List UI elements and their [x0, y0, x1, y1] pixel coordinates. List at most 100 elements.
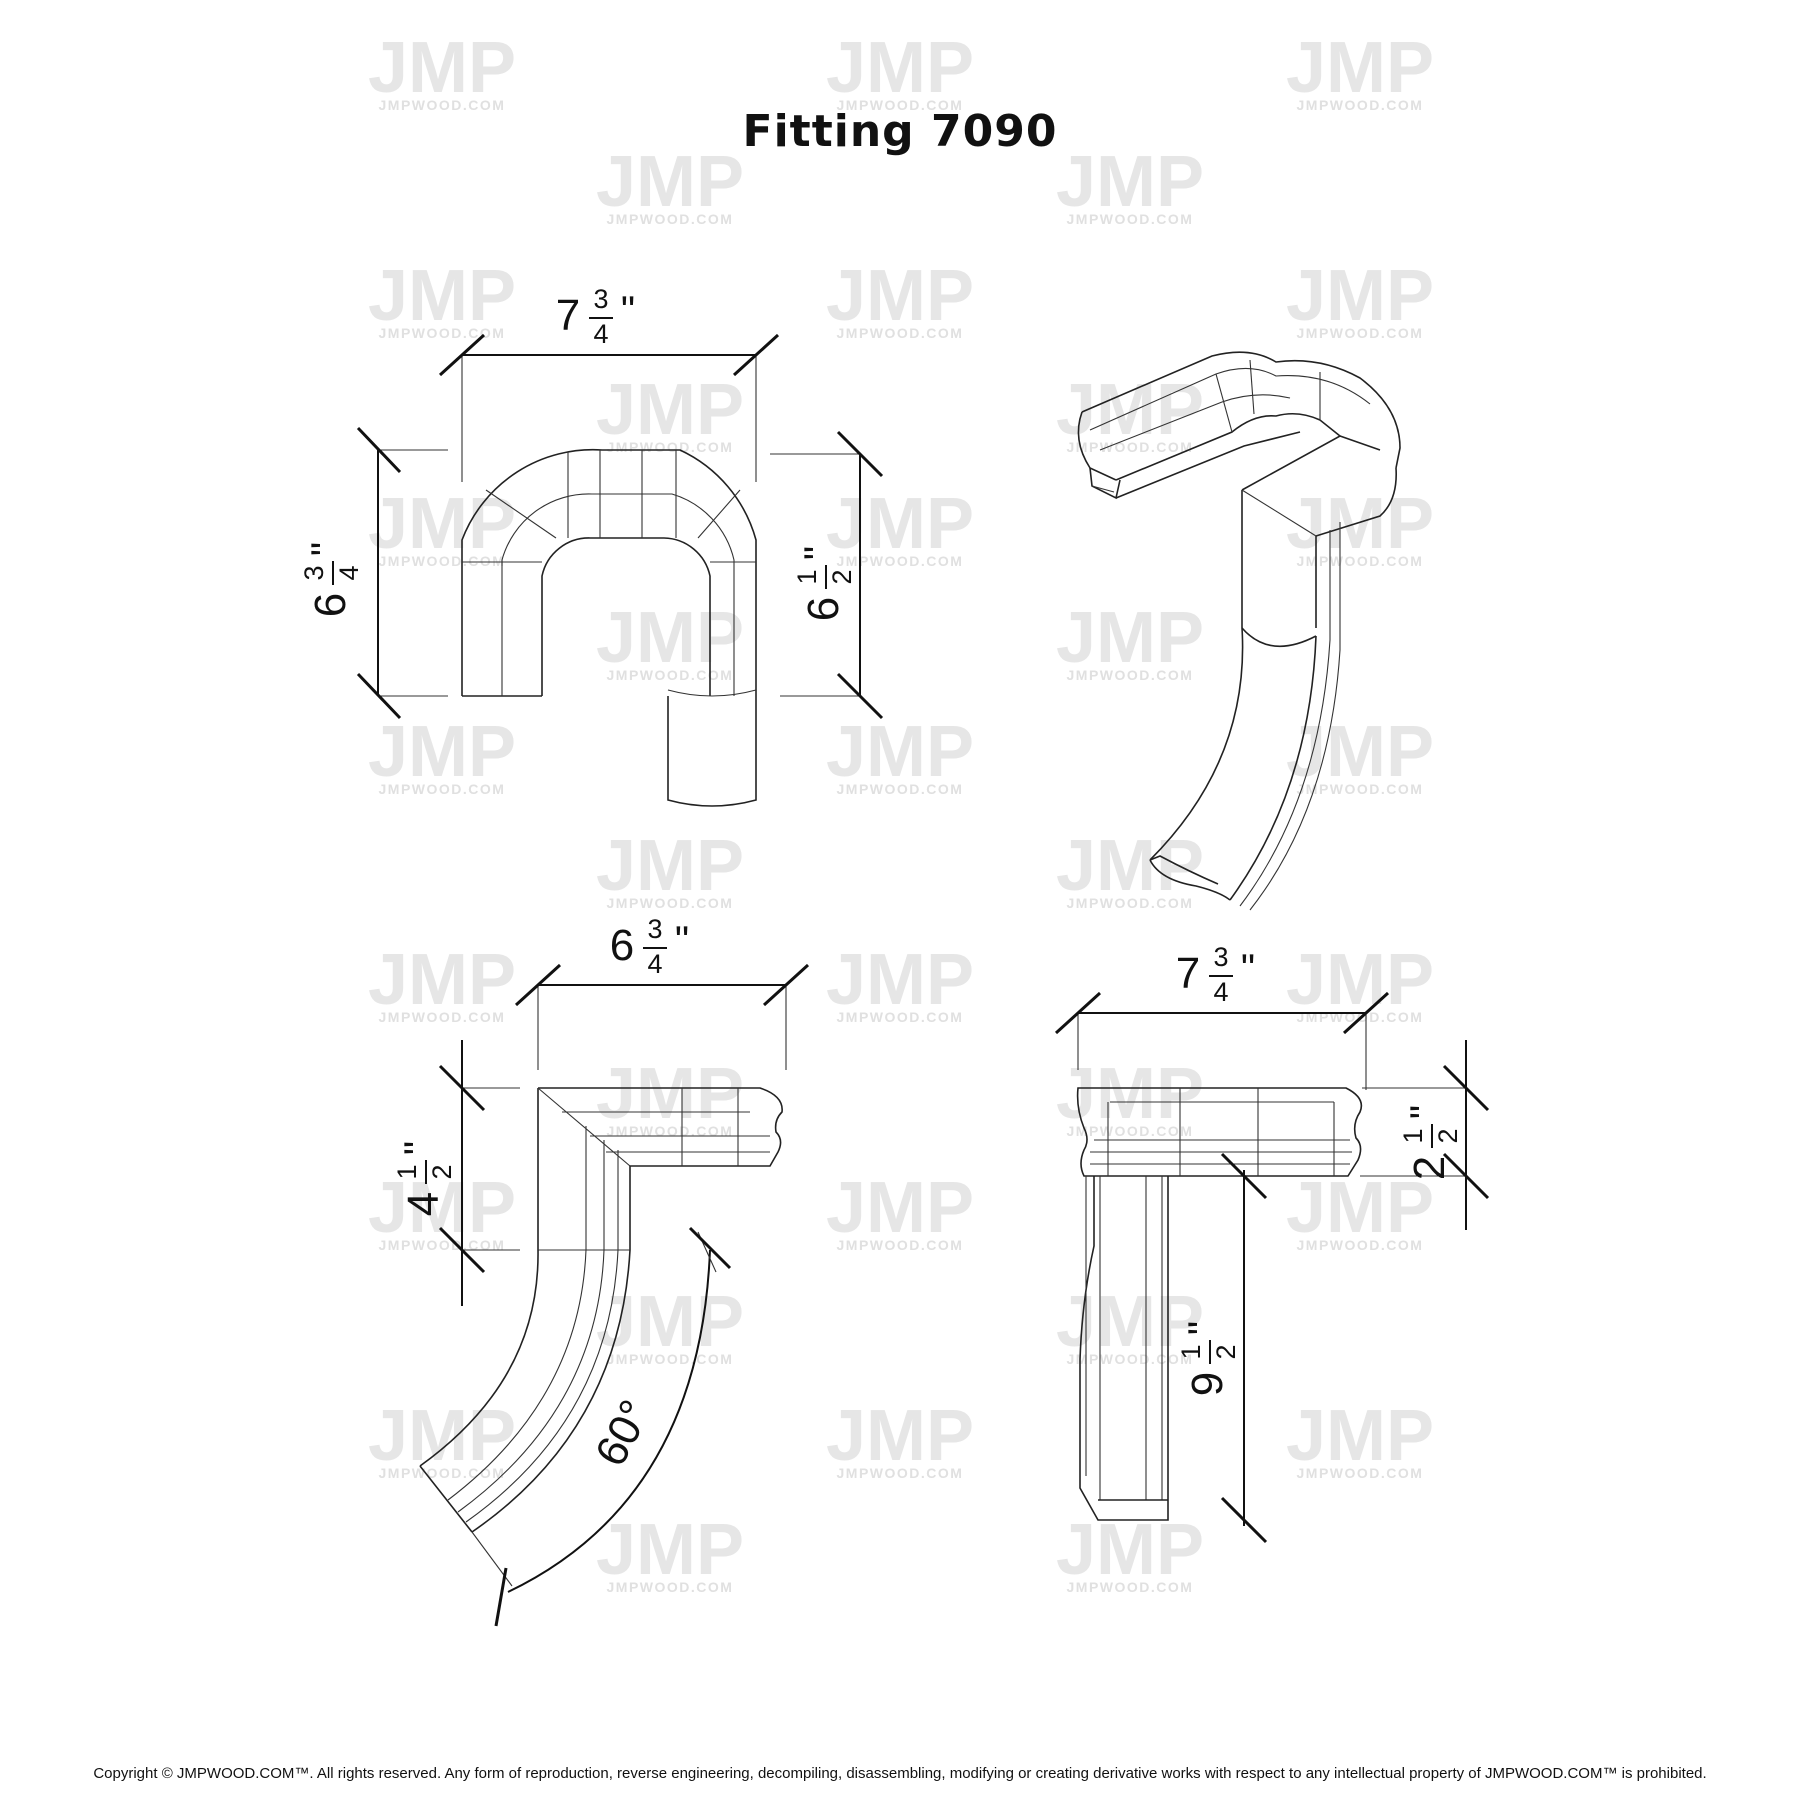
- watermark-logo: JMP: [1286, 1168, 1434, 1248]
- watermark-logo: JMP: [368, 940, 516, 1020]
- watermark-site: JMPWOOD.COM: [1067, 1123, 1194, 1139]
- watermark-site: JMPWOOD.COM: [607, 1123, 734, 1139]
- watermark-logo: JMP: [826, 484, 974, 564]
- label-side-width: 6 3 4 ": [610, 914, 689, 979]
- label-side-width-whole: 6: [610, 921, 634, 970]
- front-view-dimensions: [1054, 991, 1490, 1544]
- watermark-logo: JMP: [1286, 940, 1434, 1020]
- watermark-site: JMPWOOD.COM: [379, 97, 506, 113]
- top-view-dimensions: [356, 333, 884, 720]
- watermark-site: JMPWOOD.COM: [1297, 1237, 1424, 1253]
- side-view-drawing: [419, 1087, 783, 1533]
- watermark-logo: JMP: [1056, 826, 1204, 906]
- watermark-logo: JMP: [1056, 370, 1204, 450]
- watermark-logo: JMP: [826, 28, 974, 108]
- label-top-width: 7 3 4 ": [556, 284, 635, 349]
- watermark-logo: JMP: [596, 1282, 744, 1362]
- label-top-width-den: 4: [593, 319, 608, 349]
- watermark-site: JMPWOOD.COM: [607, 667, 734, 683]
- label-top-right-height-den: 2: [827, 569, 857, 584]
- label-front-cap-height: 2 1 2 ": [1398, 1105, 1463, 1180]
- label-front-width-num: 3: [1213, 942, 1228, 972]
- watermark-logo: JMP: [1056, 598, 1204, 678]
- side-view-dimensions: [438, 963, 810, 1627]
- label-front-drop-unit: ": [1181, 1321, 1225, 1335]
- label-top-left-height-num: 3: [299, 565, 329, 580]
- watermark-site: JMPWOOD.COM: [1067, 1351, 1194, 1367]
- watermark-site: JMPWOOD.COM: [837, 781, 964, 797]
- label-side-height-den: 2: [427, 1164, 457, 1179]
- label-front-cap-height-num: 1: [1398, 1128, 1428, 1143]
- label-side-height: 4 1 2 ": [392, 1141, 457, 1216]
- watermark-logo: JMP: [826, 940, 974, 1020]
- label-front-width-den: 4: [1213, 977, 1228, 1007]
- watermark-site: JMPWOOD.COM: [1297, 553, 1424, 569]
- label-side-width-num: 3: [647, 914, 662, 944]
- watermark-logo: JMP: [596, 370, 744, 450]
- watermark-logo: JMP: [1286, 712, 1434, 792]
- watermark-site: JMPWOOD.COM: [837, 1237, 964, 1253]
- watermark-site: JMPWOOD.COM: [607, 211, 734, 227]
- watermark-site: JMPWOOD.COM: [379, 1009, 506, 1025]
- top-view-drawing: [461, 448, 757, 807]
- label-front-cap-height-whole: 2: [1405, 1156, 1454, 1180]
- watermark-site: JMPWOOD.COM: [607, 1351, 734, 1367]
- watermark-site: JMPWOOD.COM: [837, 1465, 964, 1481]
- watermark-logo: JMP: [1286, 484, 1434, 564]
- label-side-width-unit: ": [675, 919, 689, 963]
- watermark-site: JMPWOOD.COM: [1297, 781, 1424, 797]
- page-title: Fitting 7090: [742, 106, 1058, 157]
- watermark-site: JMPWOOD.COM: [1067, 211, 1194, 227]
- label-front-width-whole: 7: [1176, 949, 1200, 998]
- front-view-drawing: [1076, 1087, 1363, 1521]
- label-top-left-height: 6 3 4 ": [299, 542, 364, 617]
- watermark-logo: JMP: [368, 256, 516, 336]
- watermark-logo: JMP: [826, 1396, 974, 1476]
- watermark-logo: JMP: [368, 1396, 516, 1476]
- watermark-logo: JMP: [1056, 142, 1204, 222]
- watermark-site: JMPWOOD.COM: [379, 1465, 506, 1481]
- watermark-logo: JMP: [596, 1054, 744, 1134]
- label-front-cap-height-den: 2: [1433, 1128, 1463, 1143]
- watermark-logo: JMP: [1056, 1510, 1204, 1590]
- label-top-width-unit: ": [621, 289, 635, 333]
- watermark-logo: JMP: [1286, 1396, 1434, 1476]
- label-top-right-height-num: 1: [792, 569, 822, 584]
- watermark-site: JMPWOOD.COM: [1297, 1465, 1424, 1481]
- watermark-site: JMPWOOD.COM: [379, 1237, 506, 1253]
- watermark-site: JMPWOOD.COM: [607, 1579, 734, 1595]
- label-front-drop: 9 1 2 ": [1176, 1321, 1241, 1396]
- watermark-site: JMPWOOD.COM: [607, 439, 734, 455]
- label-top-left-height-den: 4: [334, 565, 364, 580]
- label-side-height-unit: ": [397, 1141, 441, 1155]
- label-front-drop-num: 1: [1176, 1344, 1206, 1359]
- watermark-site: JMPWOOD.COM: [837, 1009, 964, 1025]
